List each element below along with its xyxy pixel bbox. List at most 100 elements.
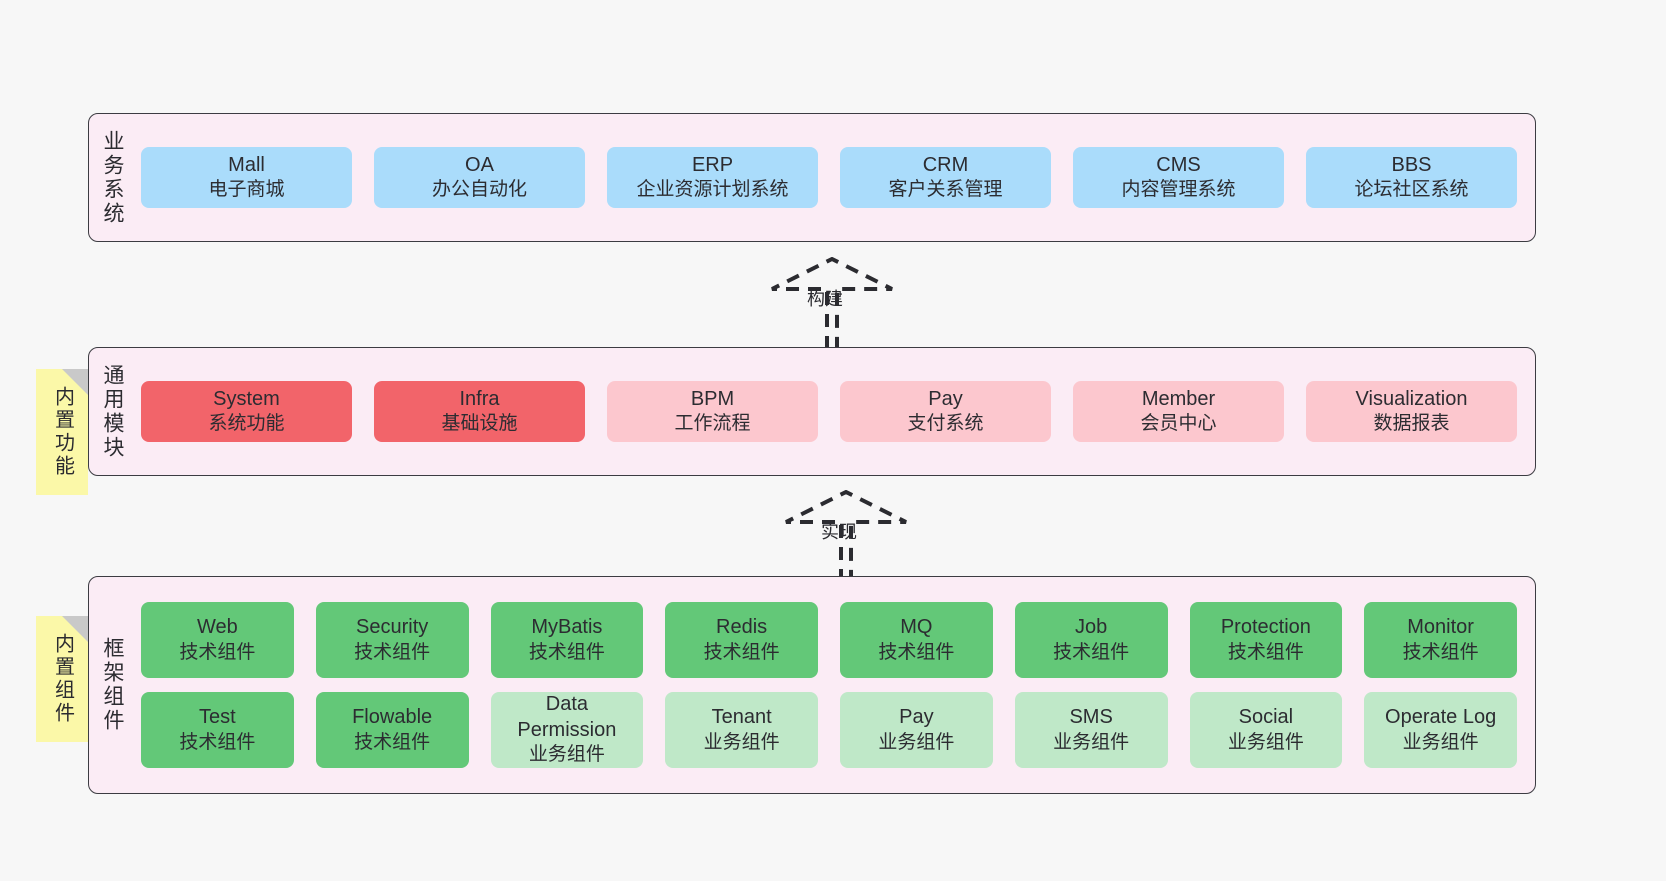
node-subtitle: 技术组件 bbox=[1227, 641, 1304, 663]
node-web[interactable]: Web 技术组件 bbox=[141, 602, 294, 678]
node-cms[interactable]: CMS 内容管理系统 bbox=[1073, 146, 1284, 209]
layer-label-common-modules: 通用模块 bbox=[101, 363, 125, 460]
node-operate-log[interactable]: Operate Log 业务组件 bbox=[1364, 692, 1517, 768]
node-protection[interactable]: Protection 技术组件 bbox=[1189, 602, 1343, 678]
node-title: MyBatis bbox=[531, 616, 603, 639]
node-data-permission[interactable]: Data Permission 业务组件 bbox=[490, 692, 644, 768]
node-monitor[interactable]: Monitor 技术组件 bbox=[1364, 602, 1517, 678]
layer-label-framework-components: 框架组件 bbox=[101, 637, 125, 733]
node-member[interactable]: Member 会员中心 bbox=[1073, 380, 1284, 443]
node-crm[interactable]: CRM 客户关系管理 bbox=[840, 146, 1051, 209]
node-subtitle: 办公自动化 bbox=[431, 179, 527, 201]
node-subtitle: 论坛社区系统 bbox=[1354, 179, 1469, 201]
node-title: ERP bbox=[691, 153, 734, 176]
node-title: BPM bbox=[690, 387, 735, 410]
connector-build: 构建 bbox=[752, 256, 912, 349]
node-mall[interactable]: Mall 电子商城 bbox=[141, 146, 352, 209]
node-subtitle: 技术组件 bbox=[1402, 641, 1479, 663]
node-subtitle: 客户关系管理 bbox=[888, 179, 1003, 201]
node-title: Mall bbox=[228, 153, 265, 176]
node-title: Security bbox=[356, 616, 429, 639]
node-subtitle: 业务组件 bbox=[703, 731, 780, 753]
node-subtitle: 企业资源计划系统 bbox=[636, 179, 789, 201]
node-subtitle: 业务组件 bbox=[1053, 731, 1130, 753]
node-oa[interactable]: OA 办公自动化 bbox=[374, 146, 585, 209]
node-subtitle: 业务组件 bbox=[1402, 731, 1479, 753]
node-title: Pay bbox=[899, 706, 934, 729]
node-subtitle: 技术组件 bbox=[354, 731, 431, 753]
node-title: Visualization bbox=[1355, 387, 1468, 410]
node-pay-component[interactable]: Pay 业务组件 bbox=[840, 692, 993, 768]
node-subtitle: 技术组件 bbox=[1053, 641, 1130, 663]
node-title: BBS bbox=[1391, 153, 1432, 176]
row-tech-components: Web 技术组件 Security 技术组件 MyBatis 技术组件 Redi… bbox=[141, 602, 1517, 678]
node-test[interactable]: Test 技术组件 bbox=[141, 692, 294, 768]
node-infra[interactable]: Infra 基础设施 bbox=[374, 380, 585, 443]
node-title: Flowable bbox=[352, 706, 433, 729]
layer-framework-components: 框架组件 Web 技术组件 Security 技术组件 MyBatis 技术组件… bbox=[88, 576, 1536, 794]
connector-implement-arrow bbox=[785, 489, 907, 582]
node-title: Data Permission bbox=[517, 693, 617, 741]
node-redis[interactable]: Redis 技术组件 bbox=[665, 602, 818, 678]
node-tenant[interactable]: Tenant 业务组件 bbox=[665, 692, 818, 768]
layer-business-systems: 业务系统 Mall 电子商城 OA 办公自动化 ERP 企业资源计划系统 CRM… bbox=[88, 113, 1536, 242]
node-title: System bbox=[213, 387, 280, 410]
node-title: SMS bbox=[1069, 706, 1113, 729]
note-label: 内置功能 bbox=[51, 386, 74, 478]
node-title: MQ bbox=[900, 616, 933, 639]
node-mybatis[interactable]: MyBatis 技术组件 bbox=[490, 602, 644, 678]
node-subtitle: 系统功能 bbox=[208, 413, 285, 435]
connector-build-arrow bbox=[771, 256, 893, 349]
node-erp[interactable]: ERP 企业资源计划系统 bbox=[607, 146, 818, 209]
node-system[interactable]: System 系统功能 bbox=[141, 380, 352, 443]
node-subtitle: 业务组件 bbox=[528, 744, 605, 766]
node-sms[interactable]: SMS 业务组件 bbox=[1014, 692, 1168, 768]
connector-implement: 实现 bbox=[766, 489, 926, 582]
note-label: 内置组件 bbox=[51, 633, 74, 725]
node-subtitle: 技术组件 bbox=[703, 641, 780, 663]
row-common-modules: System 系统功能 Infra 基础设施 BPM 工作流程 Pay 支付系统… bbox=[141, 380, 1517, 443]
node-title: OA bbox=[465, 153, 494, 176]
node-subtitle: 技术组件 bbox=[179, 731, 256, 753]
layer-body-business-systems: Mall 电子商城 OA 办公自动化 ERP 企业资源计划系统 CRM 客户关系… bbox=[135, 114, 1535, 241]
node-subtitle: 会员中心 bbox=[1140, 413, 1217, 435]
node-subtitle: 技术组件 bbox=[878, 641, 955, 663]
node-title: CMS bbox=[1156, 153, 1201, 176]
note-built-in-features: 内置功能 bbox=[36, 369, 88, 495]
row-business-components: Test 技术组件 Flowable 技术组件 Data Permission … bbox=[141, 692, 1517, 768]
node-title: Pay bbox=[928, 387, 963, 410]
node-subtitle: 支付系统 bbox=[907, 413, 984, 435]
node-visualization[interactable]: Visualization 数据报表 bbox=[1306, 380, 1517, 443]
layer-label-business-systems: 业务系统 bbox=[101, 129, 125, 226]
node-pay[interactable]: Pay 支付系统 bbox=[840, 380, 1051, 443]
node-subtitle: 技术组件 bbox=[528, 641, 605, 663]
node-subtitle: 业务组件 bbox=[1227, 731, 1304, 753]
node-subtitle: 电子商城 bbox=[208, 179, 285, 201]
node-title: Member bbox=[1141, 387, 1216, 410]
node-security[interactable]: Security 技术组件 bbox=[315, 602, 469, 678]
layer-common-modules: 通用模块 System 系统功能 Infra 基础设施 BPM 工作流程 Pay… bbox=[88, 347, 1536, 476]
node-title: Test bbox=[199, 706, 236, 729]
connector-build-label: 构建 bbox=[807, 289, 843, 309]
node-flowable[interactable]: Flowable 技术组件 bbox=[315, 692, 469, 768]
node-title: Web bbox=[196, 616, 238, 639]
node-social[interactable]: Social 业务组件 bbox=[1189, 692, 1343, 768]
node-bpm[interactable]: BPM 工作流程 bbox=[607, 380, 818, 443]
node-subtitle: 技术组件 bbox=[354, 641, 431, 663]
node-subtitle: 基础设施 bbox=[441, 413, 518, 435]
node-subtitle: 工作流程 bbox=[674, 413, 751, 435]
node-subtitle: 业务组件 bbox=[878, 731, 955, 753]
layer-body-common-modules: System 系统功能 Infra 基础设施 BPM 工作流程 Pay 支付系统… bbox=[135, 348, 1535, 475]
note-built-in-components: 内置组件 bbox=[36, 616, 88, 742]
node-job[interactable]: Job 技术组件 bbox=[1014, 602, 1168, 678]
node-mq[interactable]: MQ 技术组件 bbox=[840, 602, 993, 678]
node-title: Protection bbox=[1220, 616, 1311, 639]
node-title: Operate Log bbox=[1385, 706, 1497, 729]
node-title: Monitor bbox=[1407, 616, 1474, 639]
node-title: Job bbox=[1075, 616, 1108, 639]
node-subtitle: 数据报表 bbox=[1373, 413, 1450, 435]
node-bbs[interactable]: BBS 论坛社区系统 bbox=[1306, 146, 1517, 209]
node-subtitle: 内容管理系统 bbox=[1121, 179, 1236, 201]
node-title: Social bbox=[1238, 706, 1294, 729]
